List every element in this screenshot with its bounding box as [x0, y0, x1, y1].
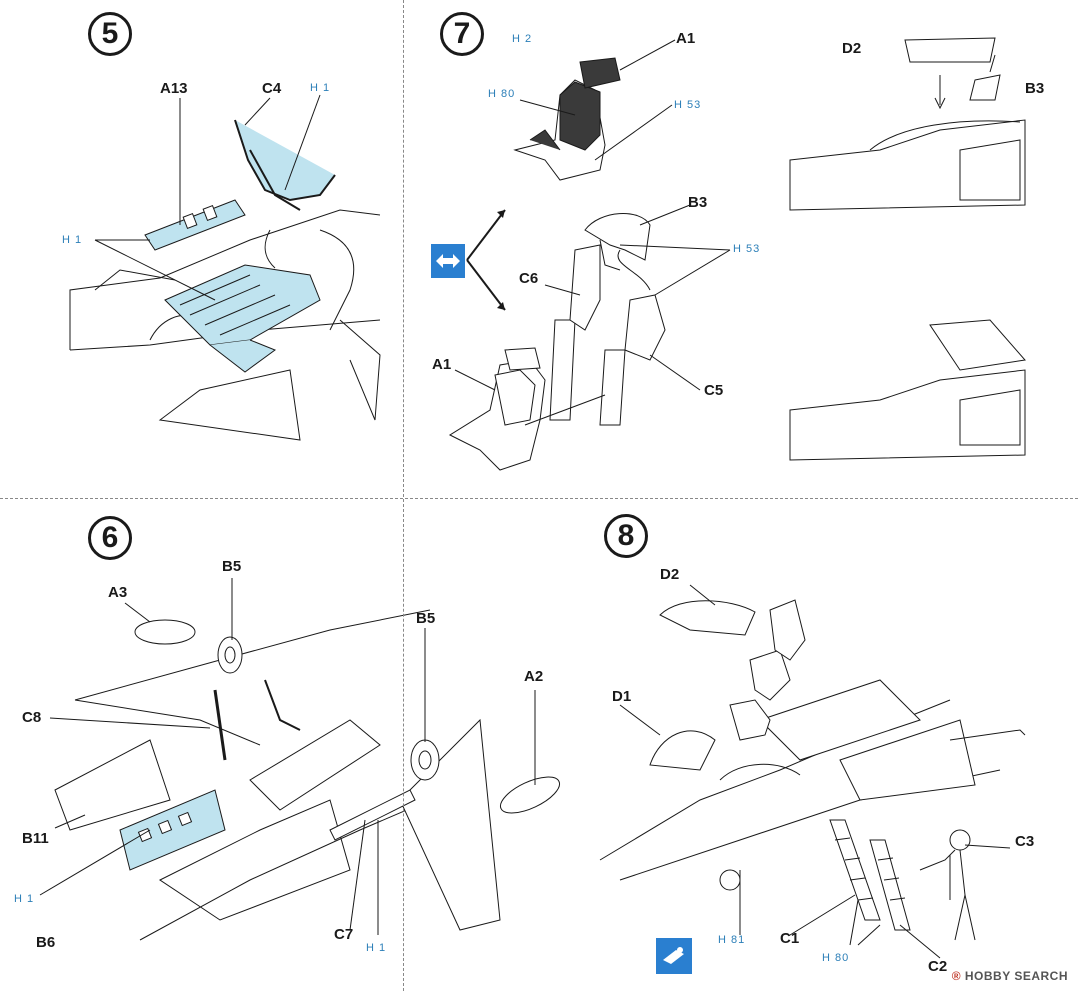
step8-ladder-and-figure [829, 819, 976, 941]
decal-apply-icon [663, 947, 684, 964]
part-label-b11: B11 [22, 830, 49, 847]
step6-fuselage-drawing [54, 609, 501, 941]
hobby-search-watermark: ® HOBBY SEARCH [952, 969, 1068, 983]
part-label-c4: C4 [262, 80, 282, 97]
paint-label-h81: H 81 [718, 934, 746, 946]
part-label-b5: B5 [416, 610, 436, 627]
watermark-text: HOBBY SEARCH [964, 969, 1068, 983]
part-label-a3: A3 [108, 584, 128, 601]
step7-seat-assembled [513, 57, 621, 181]
paint-label-h2: H 2 [512, 33, 533, 45]
part-label-d2: D2 [842, 40, 862, 57]
step-number-7: 7 [440, 12, 484, 56]
paint-label-h1: H 1 [14, 893, 35, 905]
part-label-b3: B3 [688, 194, 708, 211]
bidirectional-arrow-icon [436, 254, 460, 268]
step7-fuselage-side-bottom [789, 319, 1026, 461]
step7-seat-exploded [448, 213, 666, 471]
decal-apply-icon [656, 938, 692, 974]
part-a13-panel [144, 199, 246, 251]
part-label-a2: A2 [524, 668, 544, 685]
vertical-divider [403, 0, 404, 991]
step8-canopy-and-seat [649, 599, 806, 771]
paint-label-h1: H 1 [366, 942, 387, 954]
paint-label-h80: H 80 [488, 88, 516, 100]
horizontal-divider [0, 498, 1078, 499]
part-label-a1: A1 [676, 30, 696, 47]
part-label-c6: C6 [519, 270, 539, 287]
step5-fuselage-drawing [69, 209, 381, 441]
step7-fuselage-side-top [789, 37, 1026, 211]
paint-label-h1: H 1 [62, 234, 83, 246]
part-label-c2: C2 [928, 958, 948, 975]
part-label-d1: D1 [612, 688, 632, 705]
step-number-6: 6 [88, 516, 132, 560]
part-label-c5: C5 [704, 382, 724, 399]
paint-label-h1: H 1 [310, 82, 331, 94]
part-label-b5: B5 [222, 558, 242, 575]
paint-label-h53: H 53 [733, 243, 761, 255]
paint-label-h53: H 53 [674, 99, 702, 111]
paint-label-h80: H 80 [822, 952, 850, 964]
part-label-c3: C3 [1015, 833, 1035, 850]
part-label-c8: C8 [22, 709, 42, 726]
step8-fuselage-drawing [599, 679, 1026, 891]
part-label-c7: C7 [334, 926, 354, 943]
part-label-c1: C1 [780, 930, 800, 947]
step-number-8: 8 [604, 514, 648, 558]
part-c4-frame [234, 119, 336, 211]
part-b6-panel [119, 789, 226, 871]
part-label-a13: A13 [160, 80, 188, 97]
step6-wheels-and-doors [134, 619, 561, 814]
part-label-b6: B6 [36, 934, 56, 951]
cockpit-tub-part [164, 264, 321, 373]
watermark-logo-icon: ® [951, 969, 962, 983]
part-label-b3: B3 [1025, 80, 1045, 97]
part-label-d2: D2 [660, 566, 680, 583]
bidirectional-arrow-icon [431, 244, 465, 278]
part-label-a1: A1 [432, 356, 452, 373]
direction-arrows [466, 209, 506, 311]
step-number-5: 5 [88, 12, 132, 56]
